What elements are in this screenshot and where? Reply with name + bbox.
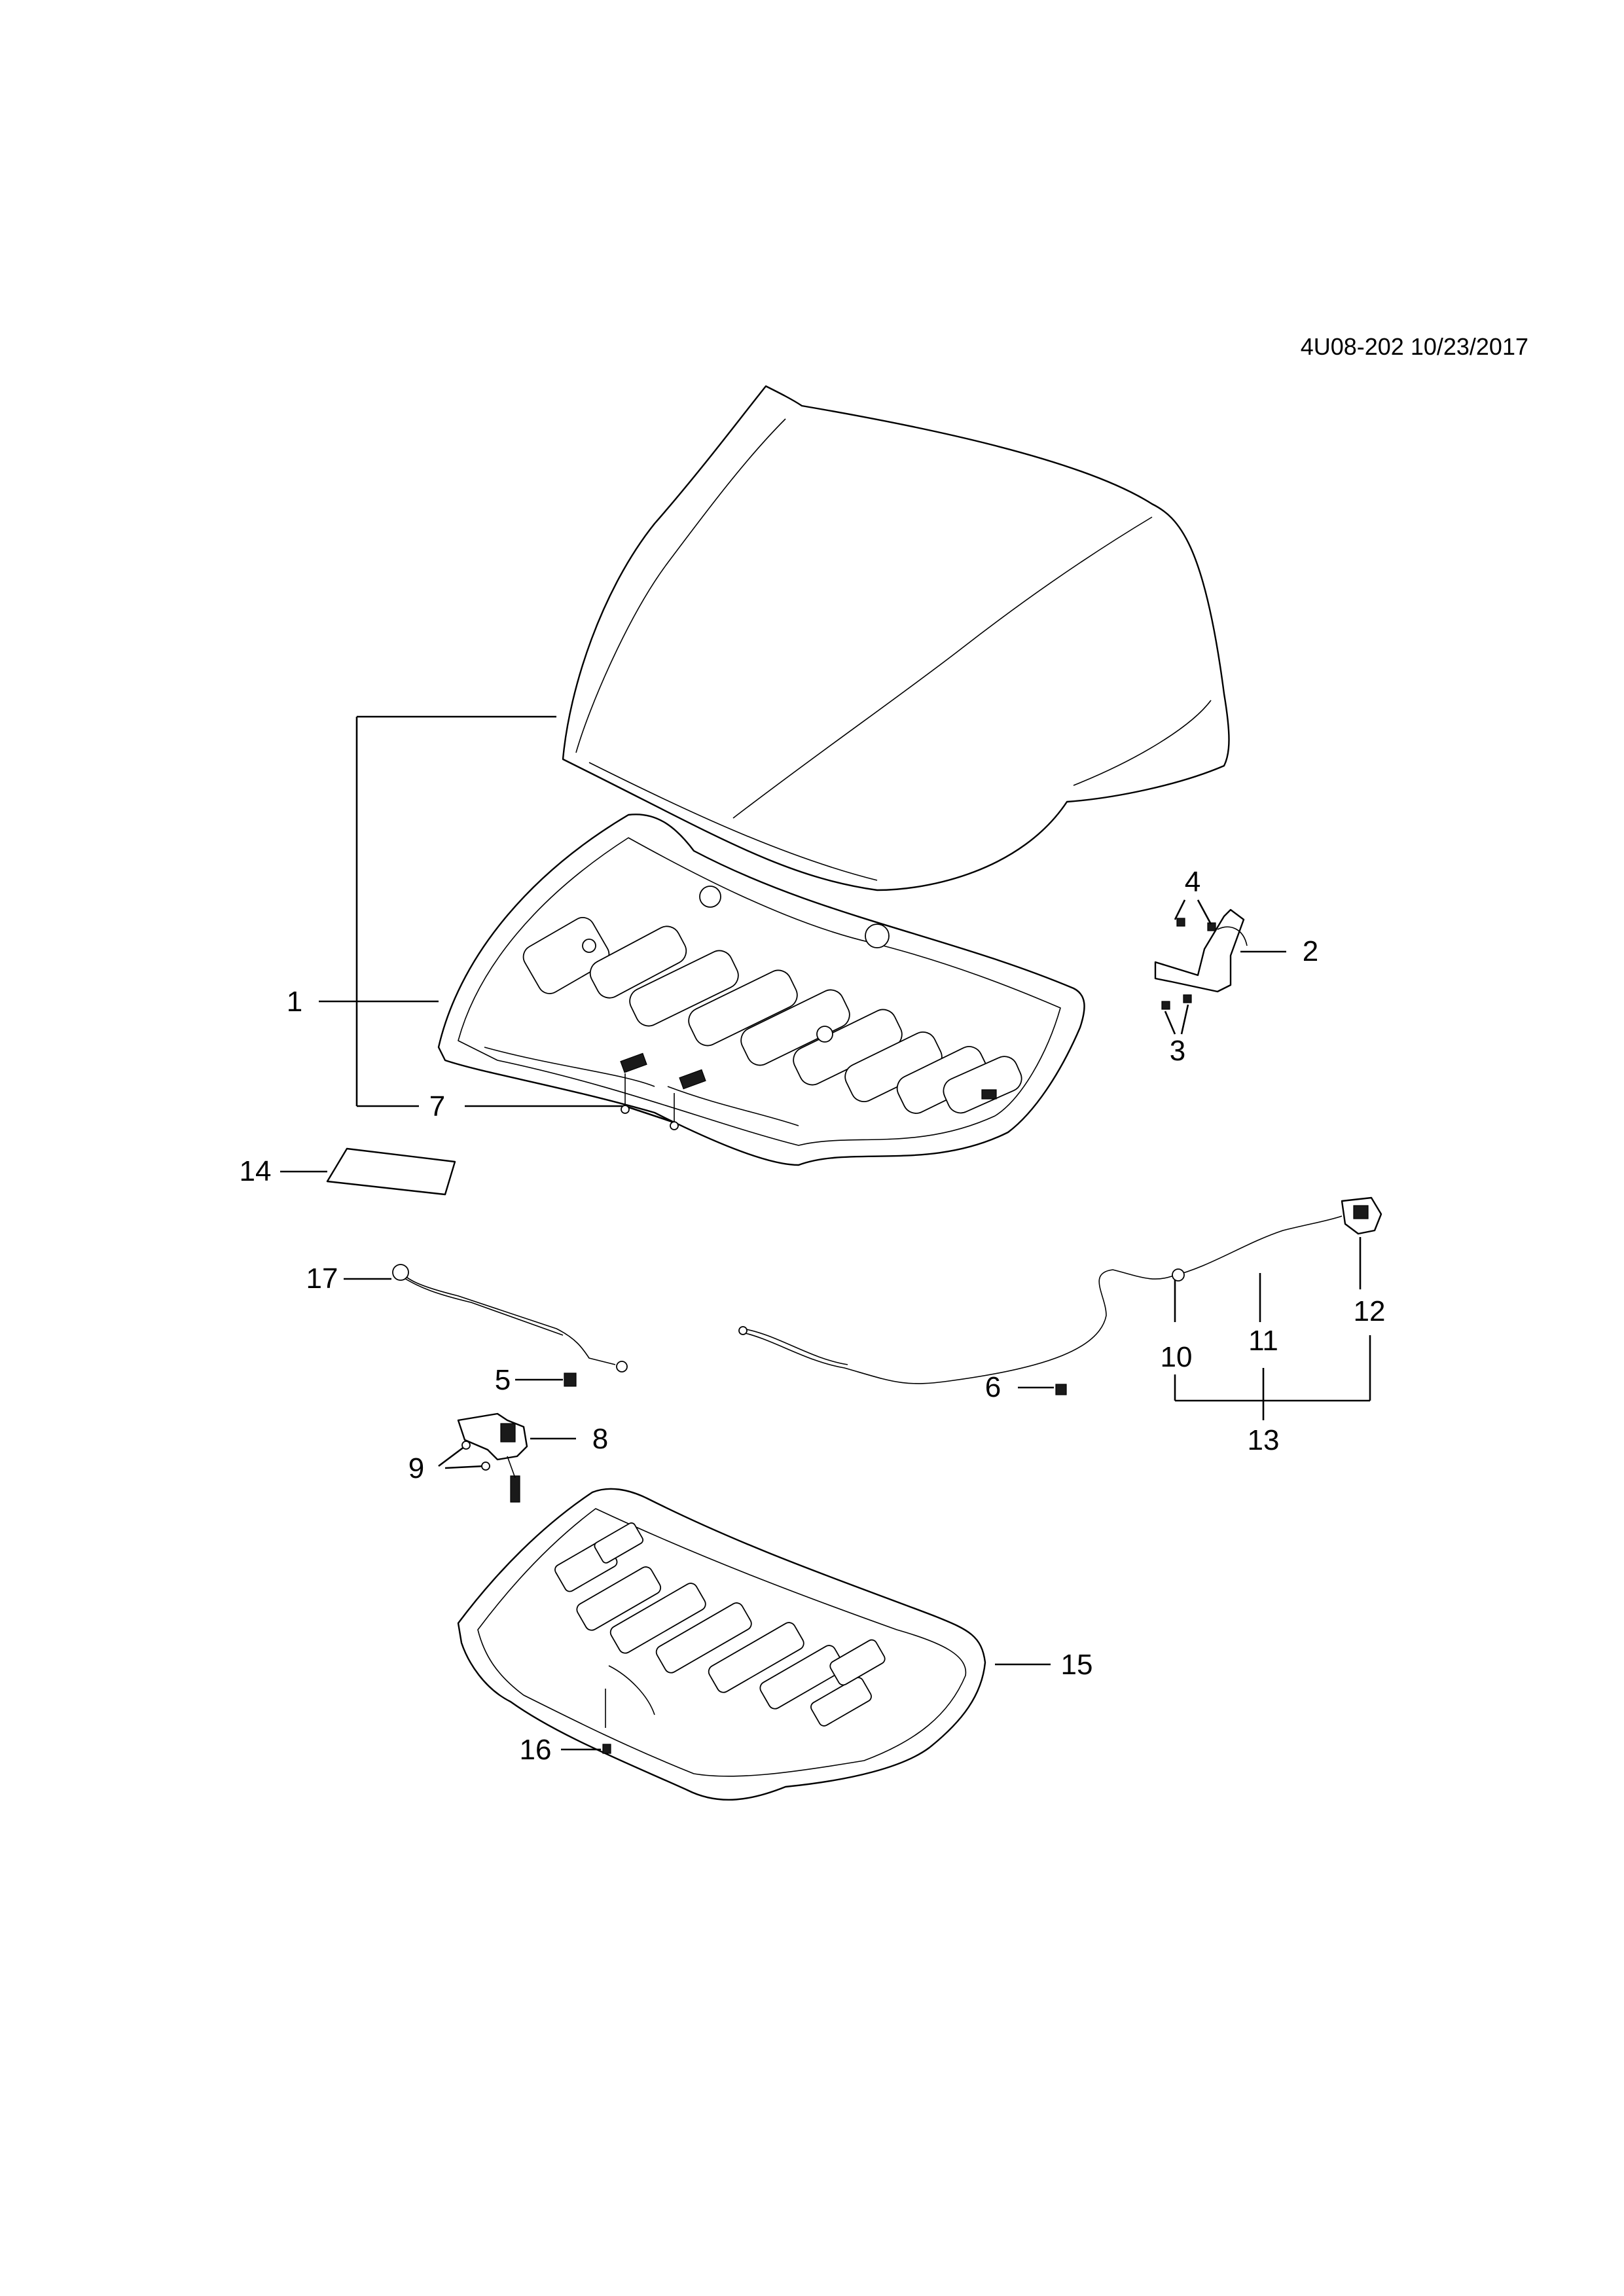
part-15-insulator (457, 1488, 1051, 1801)
callout-12: 12 (1354, 1295, 1386, 1327)
callout-14: 14 (240, 1155, 272, 1187)
callout-8: 8 (592, 1423, 608, 1455)
part-7-clips (465, 1073, 679, 1130)
callout-13: 13 (1248, 1424, 1280, 1456)
part-17-prop-rod (344, 1264, 628, 1372)
callout-2: 2 (1303, 935, 1318, 967)
callout-17: 17 (306, 1263, 338, 1295)
part-14-label (280, 1147, 456, 1196)
callout-4: 4 (1185, 866, 1200, 898)
callout-5: 5 (495, 1364, 511, 1396)
part-11-release-cable (738, 1196, 1382, 1395)
callout-15: 15 (1061, 1649, 1093, 1681)
part-16-clip (561, 1744, 611, 1754)
hood-hinge (1154, 899, 1286, 1035)
part-8-latch (438, 1412, 576, 1503)
callout-1: 1 (287, 986, 302, 1018)
callout-1-bracket (319, 715, 556, 1107)
callout-10: 10 (1161, 1341, 1193, 1373)
part-5-clip (515, 1372, 577, 1387)
hood-inner-frame (437, 814, 1085, 1166)
callout-3: 3 (1170, 1035, 1185, 1067)
hood-outer-panel (562, 385, 1230, 891)
callout-16: 16 (520, 1734, 552, 1766)
callout-7: 7 (429, 1090, 445, 1122)
callout-6: 6 (985, 1371, 1001, 1403)
callout-13-bracket (1174, 1335, 1371, 1420)
callout-9: 9 (408, 1452, 424, 1484)
callout-11: 11 (1248, 1325, 1278, 1357)
drawing-code: 4U08-202 10/23/2017 (1301, 333, 1528, 360)
